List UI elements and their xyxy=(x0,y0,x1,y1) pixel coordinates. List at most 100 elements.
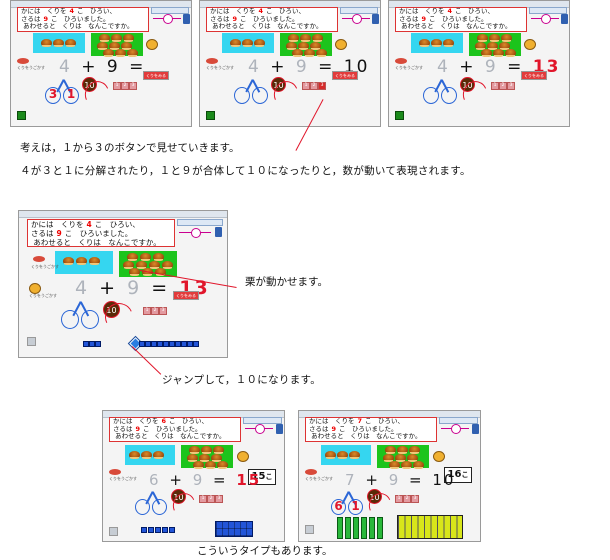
chestnut-icon[interactable] xyxy=(115,49,126,57)
slider[interactable] xyxy=(531,14,559,24)
slider-knob[interactable] xyxy=(255,424,265,434)
step-button-3[interactable]: 3 xyxy=(318,82,326,90)
step-button-3[interactable]: 3 xyxy=(129,82,137,90)
chestnut-icon[interactable] xyxy=(230,39,241,47)
block[interactable] xyxy=(157,341,163,347)
chestnut-icon[interactable] xyxy=(153,253,164,261)
tag-button[interactable]: くりをみる xyxy=(332,71,358,80)
chestnut-icon[interactable] xyxy=(288,34,299,42)
chestnut-icon[interactable] xyxy=(395,454,406,462)
step-button-1[interactable]: 1 xyxy=(491,82,499,90)
chestnut-icon[interactable] xyxy=(205,461,216,469)
block[interactable] xyxy=(89,341,95,347)
split-circle-right[interactable] xyxy=(441,87,457,104)
block[interactable] xyxy=(151,341,157,347)
split-circle-left[interactable] xyxy=(423,87,439,104)
step-button-3[interactable]: 3 xyxy=(215,495,223,503)
chestnut-icon[interactable] xyxy=(254,39,265,47)
split-circle-right[interactable] xyxy=(81,310,99,329)
step-button-2[interactable]: 2 xyxy=(310,82,318,90)
split-circle-left[interactable] xyxy=(135,499,150,515)
block[interactable] xyxy=(181,341,187,347)
rod[interactable] xyxy=(353,517,359,539)
settings-icon[interactable] xyxy=(27,337,36,346)
block[interactable] xyxy=(169,341,175,347)
settings-icon[interactable] xyxy=(109,527,118,536)
chestnut-icon[interactable] xyxy=(443,39,454,47)
ten-ball[interactable]: 10 xyxy=(171,489,186,504)
chestnut-icon[interactable] xyxy=(41,39,52,47)
rod[interactable] xyxy=(369,517,375,539)
step-button-2[interactable]: 2 xyxy=(121,82,129,90)
block[interactable] xyxy=(163,341,169,347)
chestnut-icon[interactable] xyxy=(217,461,228,469)
slider-knob[interactable] xyxy=(451,424,461,434)
chestnut-icon[interactable] xyxy=(111,34,122,42)
chestnut-icon[interactable] xyxy=(123,261,134,269)
reset-icon[interactable] xyxy=(17,111,26,120)
chestnut-icon[interactable] xyxy=(431,39,442,47)
chestnut-icon[interactable] xyxy=(99,34,110,42)
block[interactable] xyxy=(83,341,89,347)
chestnut-icon[interactable] xyxy=(129,268,140,276)
pen-icon[interactable] xyxy=(183,14,190,24)
step-button-3[interactable]: 3 xyxy=(411,495,419,503)
chestnut-icon[interactable] xyxy=(141,451,152,459)
chestnut-icon[interactable] xyxy=(312,34,323,42)
chestnut-icon[interactable] xyxy=(199,454,210,462)
ten-ball[interactable]: 10 xyxy=(460,77,475,92)
step-button-2[interactable]: 2 xyxy=(207,495,215,503)
slider[interactable] xyxy=(153,14,181,24)
chestnut-icon[interactable] xyxy=(193,461,204,469)
chestnut-icon[interactable] xyxy=(140,253,151,261)
step-button-3[interactable]: 3 xyxy=(159,307,167,315)
chestnut-icon[interactable] xyxy=(475,42,486,50)
pen-icon[interactable] xyxy=(472,424,479,434)
pen-icon[interactable] xyxy=(561,14,568,24)
chestnut-icon[interactable] xyxy=(300,34,311,42)
chestnut-icon[interactable] xyxy=(213,446,224,454)
chestnut-icon[interactable] xyxy=(505,49,516,57)
reset-icon[interactable] xyxy=(206,111,215,120)
chestnut-icon[interactable] xyxy=(310,42,321,50)
block[interactable] xyxy=(187,341,193,347)
block[interactable] xyxy=(139,341,145,347)
block[interactable] xyxy=(193,341,199,347)
chestnut-icon[interactable] xyxy=(162,261,173,269)
step-button-2[interactable]: 2 xyxy=(403,495,411,503)
tag-button[interactable]: くりをみる xyxy=(173,291,199,300)
chestnut-icon[interactable] xyxy=(481,49,492,57)
settings-icon[interactable] xyxy=(305,525,314,534)
chestnut-icon[interactable] xyxy=(489,34,500,42)
step-button-1[interactable]: 1 xyxy=(113,82,121,90)
chestnut-icon[interactable] xyxy=(286,42,297,50)
chestnut-icon[interactable] xyxy=(389,461,400,469)
slider[interactable] xyxy=(441,424,469,434)
chestnut-icon[interactable] xyxy=(501,34,512,42)
chestnut-icon[interactable] xyxy=(477,34,488,42)
ten-ball[interactable]: 10 xyxy=(82,77,97,92)
chestnut-icon[interactable] xyxy=(153,451,164,459)
chestnut-icon[interactable] xyxy=(103,49,114,57)
chestnut-icon[interactable] xyxy=(97,42,108,50)
split-circle-left[interactable] xyxy=(61,310,79,329)
split-circle-right[interactable]: 1 xyxy=(348,499,363,515)
step-button-2[interactable]: 2 xyxy=(499,82,507,90)
chestnut-icon[interactable] xyxy=(337,451,348,459)
chestnut-icon[interactable] xyxy=(187,454,198,462)
chestnut-icon[interactable] xyxy=(189,446,200,454)
ten-ball[interactable]: 10 xyxy=(103,301,120,318)
pen-icon[interactable] xyxy=(372,14,379,24)
tag-button[interactable]: くりをみる xyxy=(521,71,547,80)
chestnut-icon[interactable] xyxy=(383,454,394,462)
chestnut-icon[interactable] xyxy=(123,34,134,42)
chestnut-icon[interactable] xyxy=(409,446,420,454)
chestnut-icon[interactable] xyxy=(149,261,160,269)
rod-group[interactable] xyxy=(397,515,463,539)
chestnut-icon[interactable] xyxy=(127,253,138,261)
step-button-3[interactable]: 3 xyxy=(507,82,515,90)
chestnut-icon[interactable] xyxy=(325,451,336,459)
chestnut-icon[interactable] xyxy=(127,49,138,57)
chestnut-icon[interactable] xyxy=(493,49,504,57)
slider-knob[interactable] xyxy=(163,14,173,24)
